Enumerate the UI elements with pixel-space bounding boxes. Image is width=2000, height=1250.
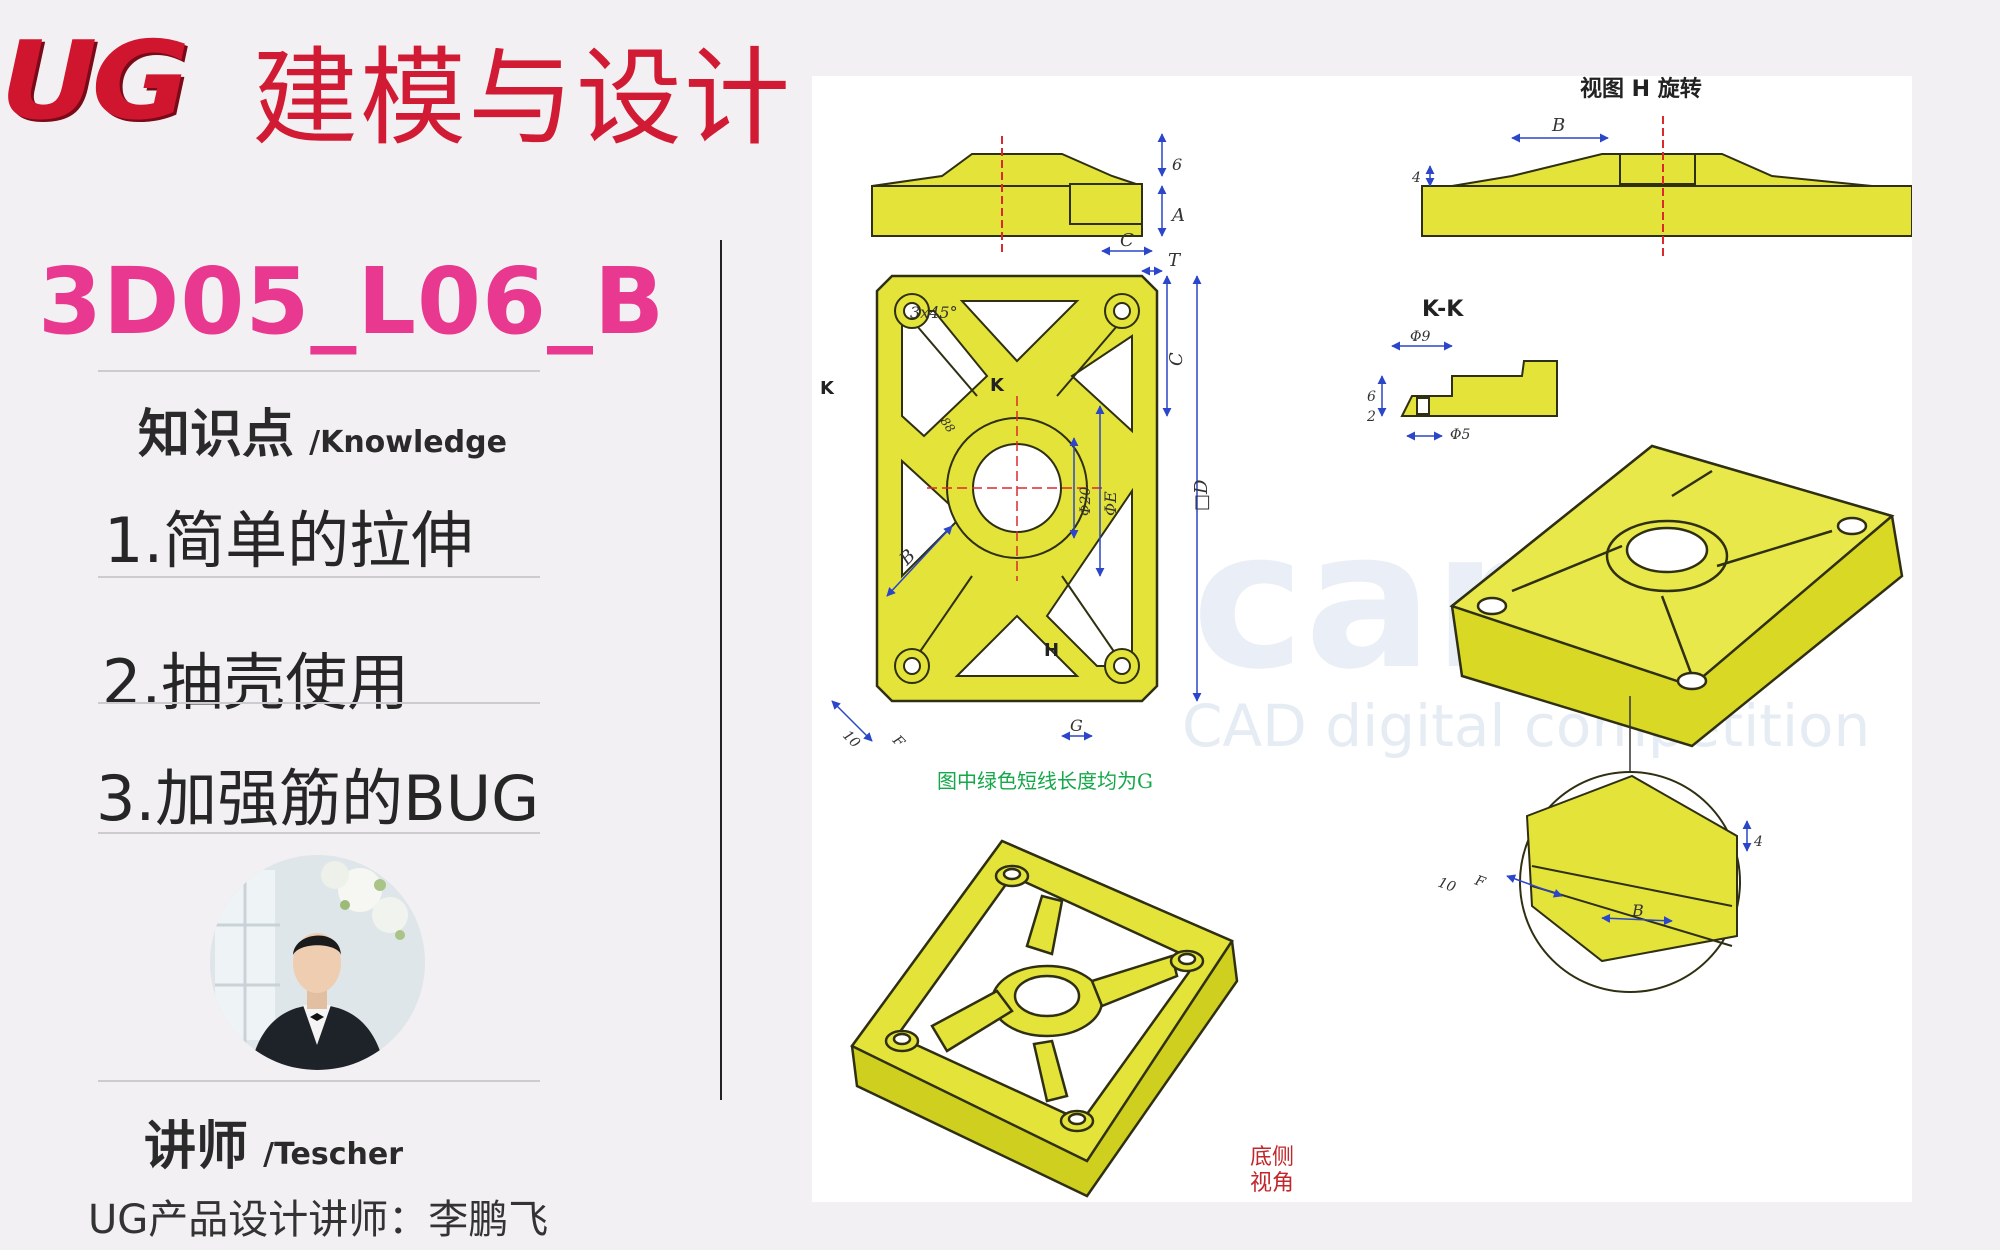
dim-6-left: 6 xyxy=(1172,155,1182,174)
teacher-subtitle: /Tescher xyxy=(263,1137,404,1172)
dim-2-kk: 2 xyxy=(1366,409,1376,425)
side-view-left-dims xyxy=(1141,133,1167,276)
side-view-left xyxy=(871,136,1143,256)
side-view-right xyxy=(1421,116,1913,256)
knowledge-subtitle: /Knowledge xyxy=(309,425,507,460)
technical-drawing-panel: cartts CAD digital competition 视图 H 旋转 6… xyxy=(812,76,1913,1202)
divider-line xyxy=(98,702,540,704)
teacher-title: 讲师 xyxy=(144,1117,249,1177)
view-h-marker: H xyxy=(1044,640,1059,661)
section-kk-detail xyxy=(1400,360,1558,417)
dim-b-label-top: B xyxy=(1551,115,1565,136)
cad-drawing: cartts CAD digital competition 视图 H 旋转 6… xyxy=(820,76,1913,1198)
divider-line xyxy=(98,370,540,372)
knowledge-item-2: 2.抽壳使用 xyxy=(102,646,410,719)
dim-d20-label: Φ20 xyxy=(1078,487,1094,516)
section-kk-label: K-K xyxy=(1422,297,1464,322)
dim-g-label: G xyxy=(1070,716,1083,735)
dim-t-label: T xyxy=(1168,250,1182,271)
page-title: 建模与设计 xyxy=(252,37,792,160)
dim-f-detail: F xyxy=(1472,872,1489,891)
dim-f-label: F xyxy=(888,732,908,752)
dim-d9-label: Φ9 xyxy=(1410,329,1430,345)
isometric-bottom-view xyxy=(850,839,1239,1198)
brand-logo-ug: UG xyxy=(0,18,190,145)
top-view-plate xyxy=(875,274,1159,703)
green-note: 图中绿色短线长度均为G xyxy=(937,769,1153,793)
dim-d5-label: Φ5 xyxy=(1450,427,1470,443)
detail-magnified-view xyxy=(1519,771,1741,993)
bottom-view-label-line1: 底侧 xyxy=(1250,1145,1294,1170)
side-view-right-dims xyxy=(1425,133,1609,187)
divider-line xyxy=(98,1080,540,1082)
bottom-view-label-line2: 视角 xyxy=(1250,1171,1294,1196)
teacher-avatar xyxy=(210,855,425,1070)
dim-d-label: □D xyxy=(1191,479,1212,511)
watermark-sub: CAD digital competition xyxy=(1182,692,1870,760)
isometric-top-view xyxy=(1449,444,1904,748)
person-illustration xyxy=(210,855,425,1070)
divider-line xyxy=(98,832,540,834)
section-k-inner: K xyxy=(990,375,1005,396)
vertical-divider xyxy=(720,240,722,1100)
knowledge-item-3: 3.加强筋的BUG xyxy=(96,762,540,835)
dim-c-label-side: C xyxy=(1166,352,1187,366)
dim-chamfer-label: 3x45° xyxy=(910,303,958,322)
dim-a-label: A xyxy=(1170,205,1185,226)
knowledge-heading: 知识点 /Knowledge xyxy=(138,392,507,467)
knowledge-title: 知识点 xyxy=(138,405,295,465)
dim-e-label: ΦE xyxy=(1101,491,1120,516)
dim-4-detail: 4 xyxy=(1753,834,1763,850)
lesson-code: 3D05_L06_B xyxy=(38,248,666,355)
view-h-label: 视图 H 旋转 xyxy=(1580,76,1702,102)
divider-line xyxy=(98,576,540,578)
teacher-heading: 讲师 /Tescher xyxy=(144,1104,403,1179)
section-k-left: K xyxy=(820,378,835,399)
dim-b-detail: B xyxy=(1631,901,1644,920)
dim-10-label: 10 xyxy=(839,728,863,752)
dim-6-kk: 6 xyxy=(1367,389,1376,405)
dim-4-label-top: 4 xyxy=(1411,170,1421,186)
dim-10-detail: 10 xyxy=(1436,875,1458,896)
dim-c-label-top: C xyxy=(1120,230,1134,251)
teacher-name-caption: UG产品设计讲师：李鹏飞 xyxy=(88,1197,549,1243)
knowledge-item-1: 1.简单的拉伸 xyxy=(104,504,474,577)
top-view-dims xyxy=(831,246,1202,742)
